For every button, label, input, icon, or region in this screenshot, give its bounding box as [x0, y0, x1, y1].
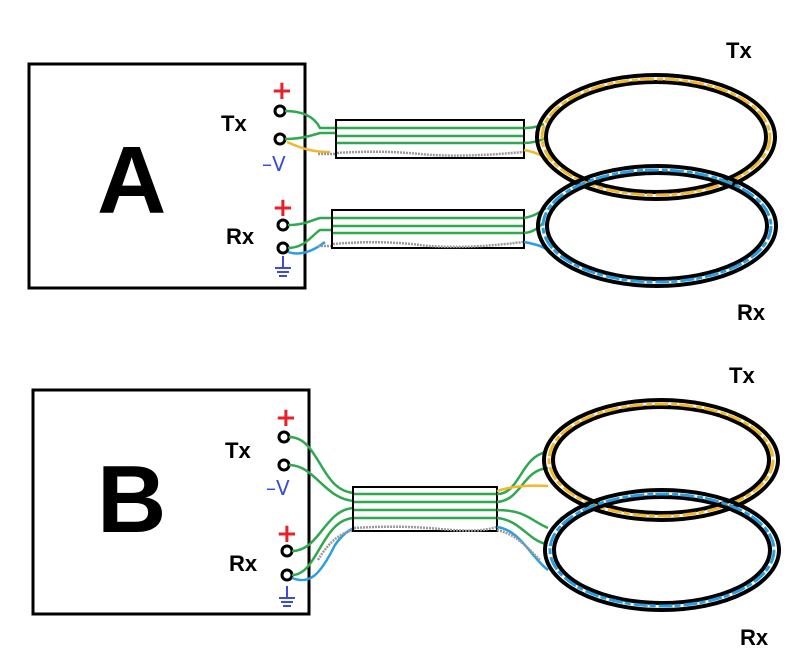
device-letter-a: A [97, 127, 166, 234]
terminal-icon [280, 544, 294, 558]
coil-rx-label-b: Rx [740, 625, 769, 650]
terminal-icon [276, 241, 290, 255]
coil-tx-label-b: Tx [729, 363, 755, 388]
coil-icon [535, 73, 777, 201]
terminal-icon [277, 430, 291, 444]
diagram-b: B Tx Rx + –V + [31, 363, 781, 650]
coil-rx-label-a: Rx [737, 300, 766, 325]
tx-plus-a: + [271, 76, 293, 106]
cable-icon [284, 109, 549, 161]
terminal-icon [276, 218, 290, 232]
rx-label-a: Rx [226, 224, 255, 249]
cable-icon [288, 435, 549, 582]
rx-label-b: Rx [229, 551, 258, 576]
rx-plus-a: + [272, 193, 294, 223]
terminal-icon [280, 568, 294, 582]
device-box-b [31, 388, 311, 616]
tx-minus-a: –V [262, 152, 286, 176]
coil-icon [536, 164, 778, 288]
diagram-a: A Tx Rx + –V + [27, 38, 778, 325]
terminal-icon [273, 104, 287, 118]
tx-label-b: Tx [225, 438, 251, 463]
tx-plus-b: + [275, 403, 297, 433]
terminal-icon [277, 458, 291, 472]
coil-icon [542, 398, 780, 522]
coil-icon [543, 488, 781, 612]
terminal-icon [273, 132, 287, 146]
ground-icon [279, 586, 295, 607]
tx-label-a: Tx [221, 111, 247, 136]
tx-minus-b: –V [266, 476, 290, 500]
cable-icon [287, 206, 549, 255]
device-box-a [27, 62, 307, 290]
device-letter-b: B [97, 446, 166, 553]
ground-icon [275, 256, 291, 277]
rx-plus-b: + [276, 519, 298, 549]
coil-tx-label-a: Tx [726, 38, 752, 63]
